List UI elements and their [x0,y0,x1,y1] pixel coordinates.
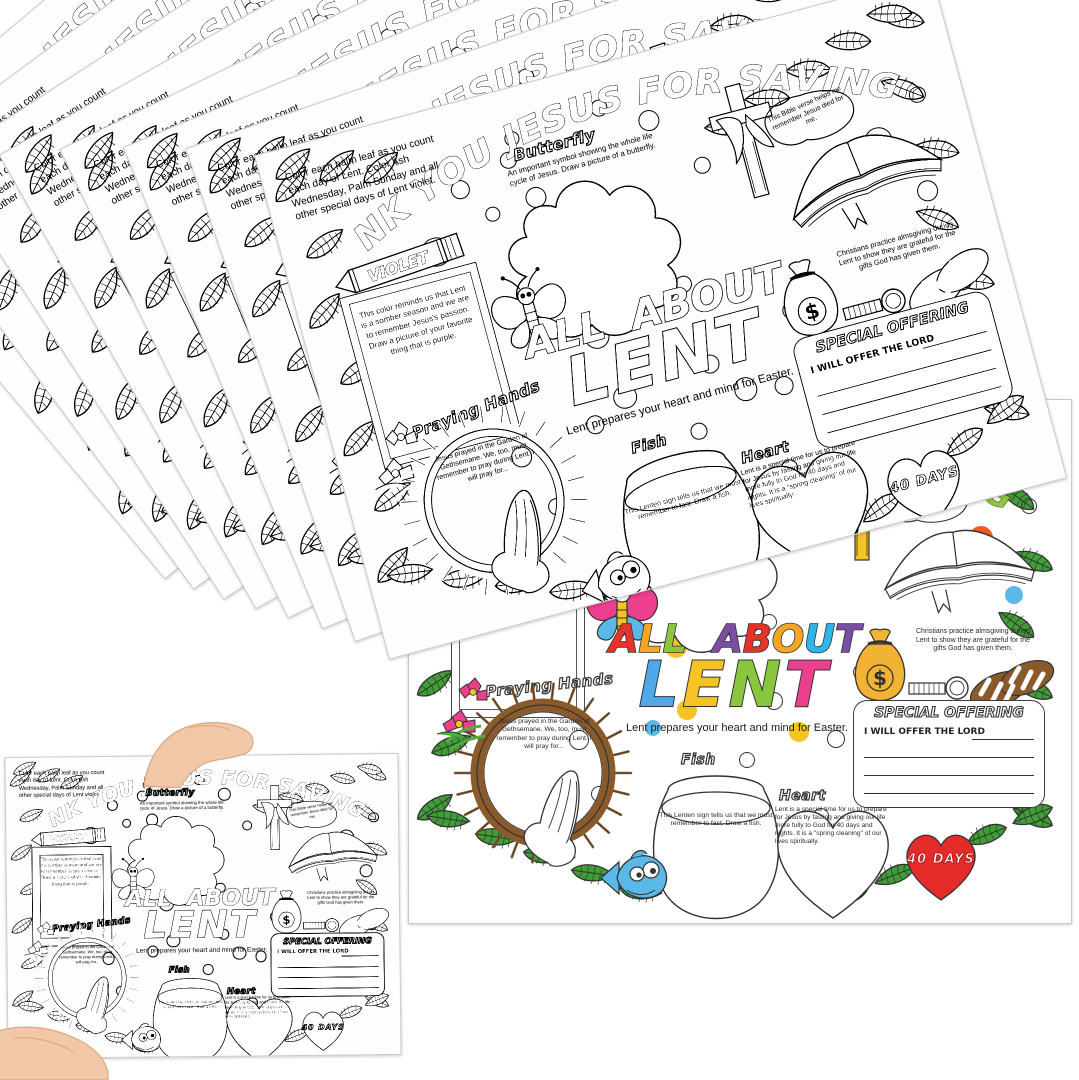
svg-text:ALL ABOUT: ALL ABOUT [123,884,276,912]
fish-bowl-drawing-area[interactable] [645,772,787,920]
svg-text:ALL ABOUT: ALL ABOUT [606,617,864,661]
open-bible-icon [275,798,385,889]
heart-text: Lent is a special time for us to prepare… [775,806,887,846]
butterfly-icon [107,857,158,901]
almsgiving-text: Christians practice almsgiving during Le… [915,628,1030,653]
praying-hands-text: Jesus prayed in the Garden of Gethsemane… [59,944,116,965]
decorative-dot [765,692,783,710]
cross-icon [253,783,295,852]
offering-blank-line[interactable] [822,368,997,416]
money-bag-icon: $ [267,890,304,937]
open-bible-icon [864,474,1049,626]
offering-blank-line[interactable] [972,739,1034,740]
violet-frame-text: This color reminds us that Lent is a som… [39,856,103,887]
decorative-dot [789,722,809,742]
offering-blank-line[interactable] [341,955,379,957]
offering-blank-line[interactable] [864,757,1034,758]
fish-heading: Fish [680,751,716,768]
butterfly-heading: Butterfly [145,787,195,799]
decorative-dot [677,700,697,720]
offering-blank-line[interactable] [864,793,1034,794]
money-bag-icon: $ [849,628,911,706]
decorative-dot [739,752,755,768]
hand-top [138,716,258,788]
forty-days-label: 40 DAYS [907,852,975,868]
special-offering-card[interactable]: SPECIAL OFFERING I WILL OFFER THE LORD [853,700,1045,808]
svg-text:LENT: LENT [143,903,258,947]
held-lineart-poster[interactable]: THANK YOU JESUS FOR SAVING ME! Color eac… [4,752,402,1060]
special-offering-heading: SPECIAL OFFERING [283,935,373,947]
decorative-dot [827,730,845,748]
butterfly-text: An important symbol showing the whole li… [139,799,224,811]
svg-text:LENT: LENT [639,648,832,721]
praying-hands-text: Jesus prayed in the Garden of Gethsemane… [496,718,592,750]
lily-flowers-icon [436,676,503,756]
praying-hands-icon [62,966,138,1046]
offering-line-label: I WILL OFFER THE LORD [864,727,985,737]
offering-blank-line[interactable] [277,965,379,969]
forty-days-heart-badge: 40 DAYS [899,828,983,904]
fish-text: This Lenten sign tells us that we must r… [659,812,773,828]
decorative-dot [569,730,589,750]
butterfly-icon [475,260,583,359]
fish-heading: Fish [168,964,191,975]
fish-icon [597,844,675,904]
decorative-dot [1021,498,1037,514]
open-bible-icon [745,61,964,258]
svg-text:$: $ [873,666,887,690]
offering-line-label: I WILL OFFER THE LORD [277,948,349,956]
svg-text:VIOLET: VIOLET [50,832,87,845]
main-title-line1: ALL ABOUT [605,616,865,662]
offering-blank-line[interactable] [864,775,1034,776]
decorative-dot [645,720,661,736]
tagline: Lent prepares your heart and mind for Ea… [626,722,848,734]
svg-text:$: $ [282,913,290,927]
forty-days-label: 40 DAYS [301,1022,345,1032]
palm-instructions: Color each palm leaf as you count each d… [18,770,105,800]
special-offering-heading: SPECIAL OFFERING [874,704,1025,721]
heart-heading: Heart [778,787,826,804]
decorative-dot [1005,586,1023,604]
heart-text: Lent is a special time for us to prepare… [224,994,291,1020]
bible-verse-callout [283,797,340,830]
forty-days-heart-badge: 40 DAYS [298,1008,348,1054]
praying-hands-icon [472,480,587,606]
praying-hands-icon [500,752,629,888]
main-title-line1: ALL ABOUT [123,883,277,913]
bread-pretzel-icon [965,650,1057,714]
offering-blank-line[interactable] [277,987,379,990]
fish-icon [119,1019,166,1055]
lily-flowers-icon [23,921,64,969]
fish-text: This Lenten sign tells us that we must r… [156,998,224,1010]
fish-bowl-drawing-area[interactable] [598,433,784,623]
violet-crayon-icon: VIOLET [29,825,106,849]
main-title-line2: LENT [623,647,847,722]
main-title-line2: LENT [134,902,267,947]
heart-drawing-area[interactable] [765,800,901,922]
magnifier-icon [905,672,975,706]
heart-drawing-area[interactable] [219,992,300,1060]
magnifier-icon [301,916,343,937]
offering-blank-line[interactable] [277,976,379,979]
bible-verse-callout [753,75,866,156]
hand-bottom [0,1012,110,1080]
fish-icon [569,537,665,620]
bread-pretzel-icon [336,902,391,940]
